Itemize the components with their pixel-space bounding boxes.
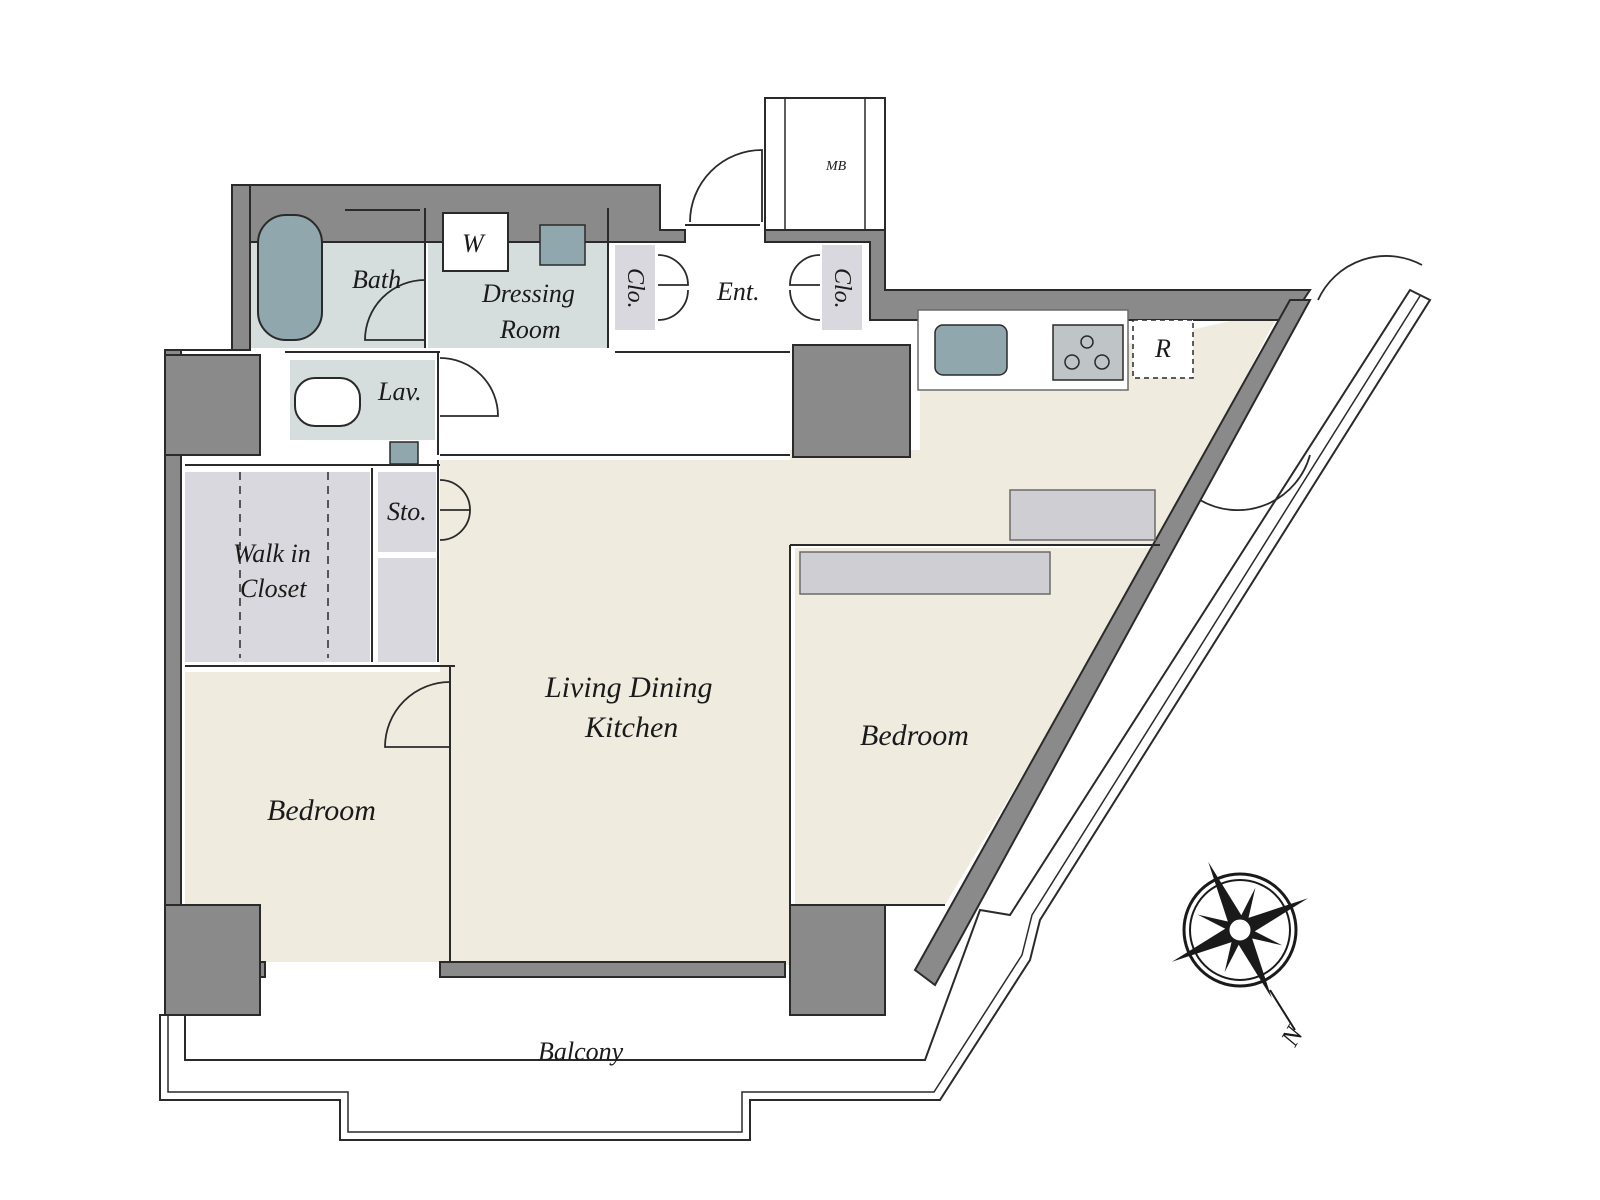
closet-right-door xyxy=(789,254,821,321)
storage-door xyxy=(439,479,471,541)
meter-box xyxy=(764,97,886,231)
storage-lower-floor xyxy=(378,558,436,662)
label-entrance: Ent. xyxy=(716,277,760,306)
label-washer: W xyxy=(462,229,486,258)
fixtures xyxy=(257,209,586,465)
sink-icon xyxy=(934,324,1008,376)
basin-icon xyxy=(539,224,586,266)
closet-left-door xyxy=(657,254,689,321)
label-ldk-2: Kitchen xyxy=(584,711,678,744)
toilet-icon xyxy=(294,377,361,427)
storage-floor xyxy=(378,472,436,552)
pillars xyxy=(164,344,911,1016)
balcony-outline xyxy=(159,288,1432,1141)
label-closet-right: Clo. xyxy=(829,268,855,309)
refrigerator-space xyxy=(1132,319,1194,379)
pillar-center xyxy=(792,344,911,458)
label-bedroom-right: Bedroom xyxy=(860,719,969,752)
label-refrigerator: R xyxy=(1154,334,1171,363)
balcony-door-lower xyxy=(1199,454,1311,512)
label-dressing-room-2: Room xyxy=(499,315,561,344)
washer-box xyxy=(442,212,509,272)
kitchen-island xyxy=(1009,489,1156,541)
label-storage: Sto. xyxy=(387,497,427,526)
walk-in-closet-floor xyxy=(185,472,370,662)
ldk-floor xyxy=(440,310,1280,965)
bedroom-left-door xyxy=(384,681,451,748)
label-lavatory: Lav. xyxy=(377,377,422,406)
label-bath: Bath xyxy=(352,265,401,294)
lav-door xyxy=(439,357,499,417)
stove-icon xyxy=(1052,324,1124,381)
labels: Bath Dressing Room W Clo. Clo. Ent. MB L… xyxy=(233,159,1171,1066)
label-walk-in-closet-2: Closet xyxy=(240,574,307,603)
partitions xyxy=(185,208,1160,962)
pillar-lower-right xyxy=(789,904,886,1016)
label-walk-in-closet-1: Walk in xyxy=(233,539,311,568)
bedroom-right-floor xyxy=(795,548,1158,905)
label-dressing-room-1: Dressing xyxy=(481,279,575,308)
pillar-lower-left xyxy=(164,904,261,1016)
bathtub-icon xyxy=(257,214,323,341)
pillar-upper-left xyxy=(164,354,261,456)
bath-door xyxy=(364,279,426,341)
label-balcony: Balcony xyxy=(538,1037,624,1066)
entrance-door xyxy=(689,149,763,223)
bedroom-counter xyxy=(799,551,1051,595)
closet-right-floor xyxy=(822,245,862,330)
label-closet-left: Clo. xyxy=(622,268,648,309)
closet-left-floor xyxy=(615,245,655,330)
compass-rose-icon: N xyxy=(1172,862,1310,1052)
kitchen xyxy=(799,309,1194,595)
label-ldk-1: Living Dining xyxy=(544,671,713,704)
balcony-door-upper xyxy=(1317,255,1423,301)
doors xyxy=(364,149,1423,748)
label-bedroom-left: Bedroom xyxy=(267,794,376,827)
label-meter-box: MB xyxy=(825,159,847,174)
lav-sink-icon xyxy=(389,441,419,465)
exterior-walls xyxy=(164,184,1312,1011)
